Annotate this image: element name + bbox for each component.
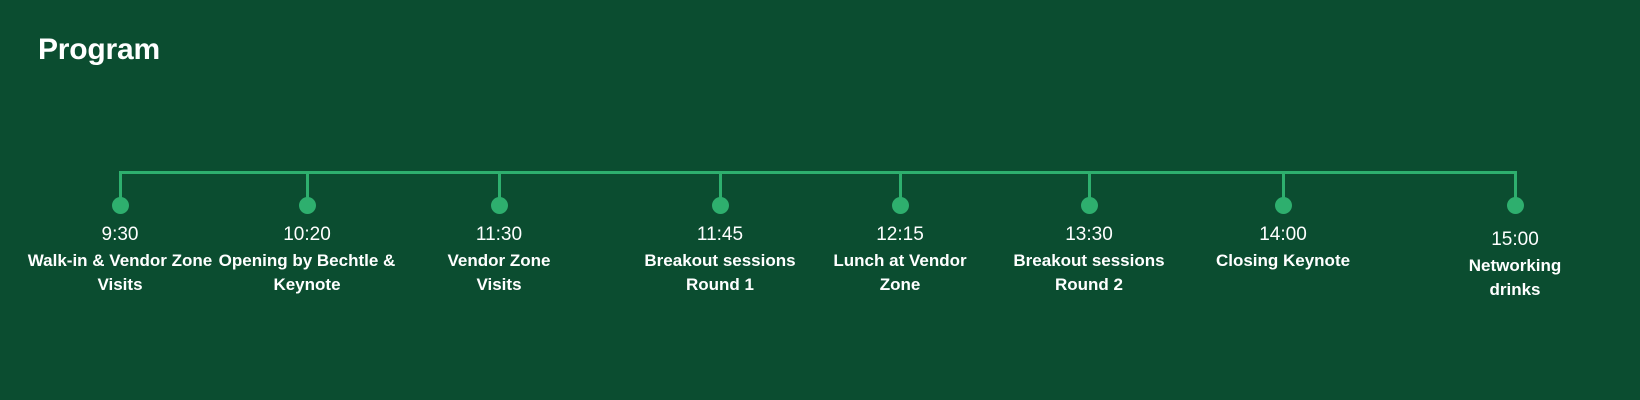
timeline-time: 12:15 — [876, 224, 924, 245]
timeline-time: 13:30 — [1065, 224, 1113, 245]
timeline-time: 15:00 — [1491, 229, 1539, 250]
timeline-time: 10:20 — [283, 224, 331, 245]
timeline-connector-line — [118, 171, 122, 201]
timeline-label-group: 13:30 Breakout sessions Round 2 — [999, 222, 1179, 297]
timeline-connector-line — [718, 171, 722, 201]
timeline-dot-icon — [111, 197, 129, 214]
timeline-connector-line — [1513, 171, 1517, 201]
timeline-dot-icon — [891, 197, 909, 214]
timeline-connector-line — [305, 171, 309, 201]
timeline-rail — [120, 171, 1516, 174]
timeline-connector-line — [898, 171, 902, 201]
timeline-description: Networking drinks — [1468, 256, 1562, 299]
timeline-connector-line — [1281, 171, 1285, 201]
timeline-time: 11:45 — [696, 224, 744, 245]
timeline-description: Vendor Zone Visits — [447, 251, 551, 294]
timeline-description: Walk-in & Vendor Zone Visits — [27, 251, 213, 294]
timeline-dot-icon — [1080, 197, 1098, 214]
timeline-description: Closing Keynote — [1215, 251, 1351, 270]
timeline-dot-icon — [711, 197, 729, 214]
page-title: Program — [38, 33, 160, 66]
timeline-label-group: 11:30 Vendor Zone Visits — [424, 222, 574, 297]
timeline-label-group: 11:45 Breakout sessions Round 1 — [630, 222, 810, 297]
timeline-time: 11:30 — [475, 224, 523, 245]
timeline-label-group: 10:20 Opening by Bechtle & Keynote — [212, 222, 402, 297]
timeline-dot-icon — [1274, 197, 1292, 214]
timeline-connector-line — [497, 171, 501, 201]
timeline-description: Breakout sessions Round 1 — [644, 251, 796, 294]
timeline-label-group: 9:30 Walk-in & Vendor Zone Visits — [15, 222, 225, 297]
timeline-description: Opening by Bechtle & Keynote — [218, 251, 396, 294]
timeline-description: Breakout sessions Round 2 — [1013, 251, 1165, 294]
timeline-label-group: 15:00 Networking drinks — [1445, 227, 1585, 302]
timeline-dot-icon — [490, 197, 508, 214]
timeline-time: 14:00 — [1259, 224, 1307, 245]
timeline-dot-icon — [298, 197, 316, 214]
timeline-description: Lunch at Vendor Zone — [833, 251, 967, 294]
timeline-dot-icon — [1506, 197, 1524, 214]
timeline-time: 9:30 — [101, 224, 139, 245]
timeline-connector-line — [1087, 171, 1091, 201]
timeline-label-group: 12:15 Lunch at Vendor Zone — [830, 222, 970, 297]
timeline-label-group: 14:00 Closing Keynote — [1173, 222, 1393, 273]
